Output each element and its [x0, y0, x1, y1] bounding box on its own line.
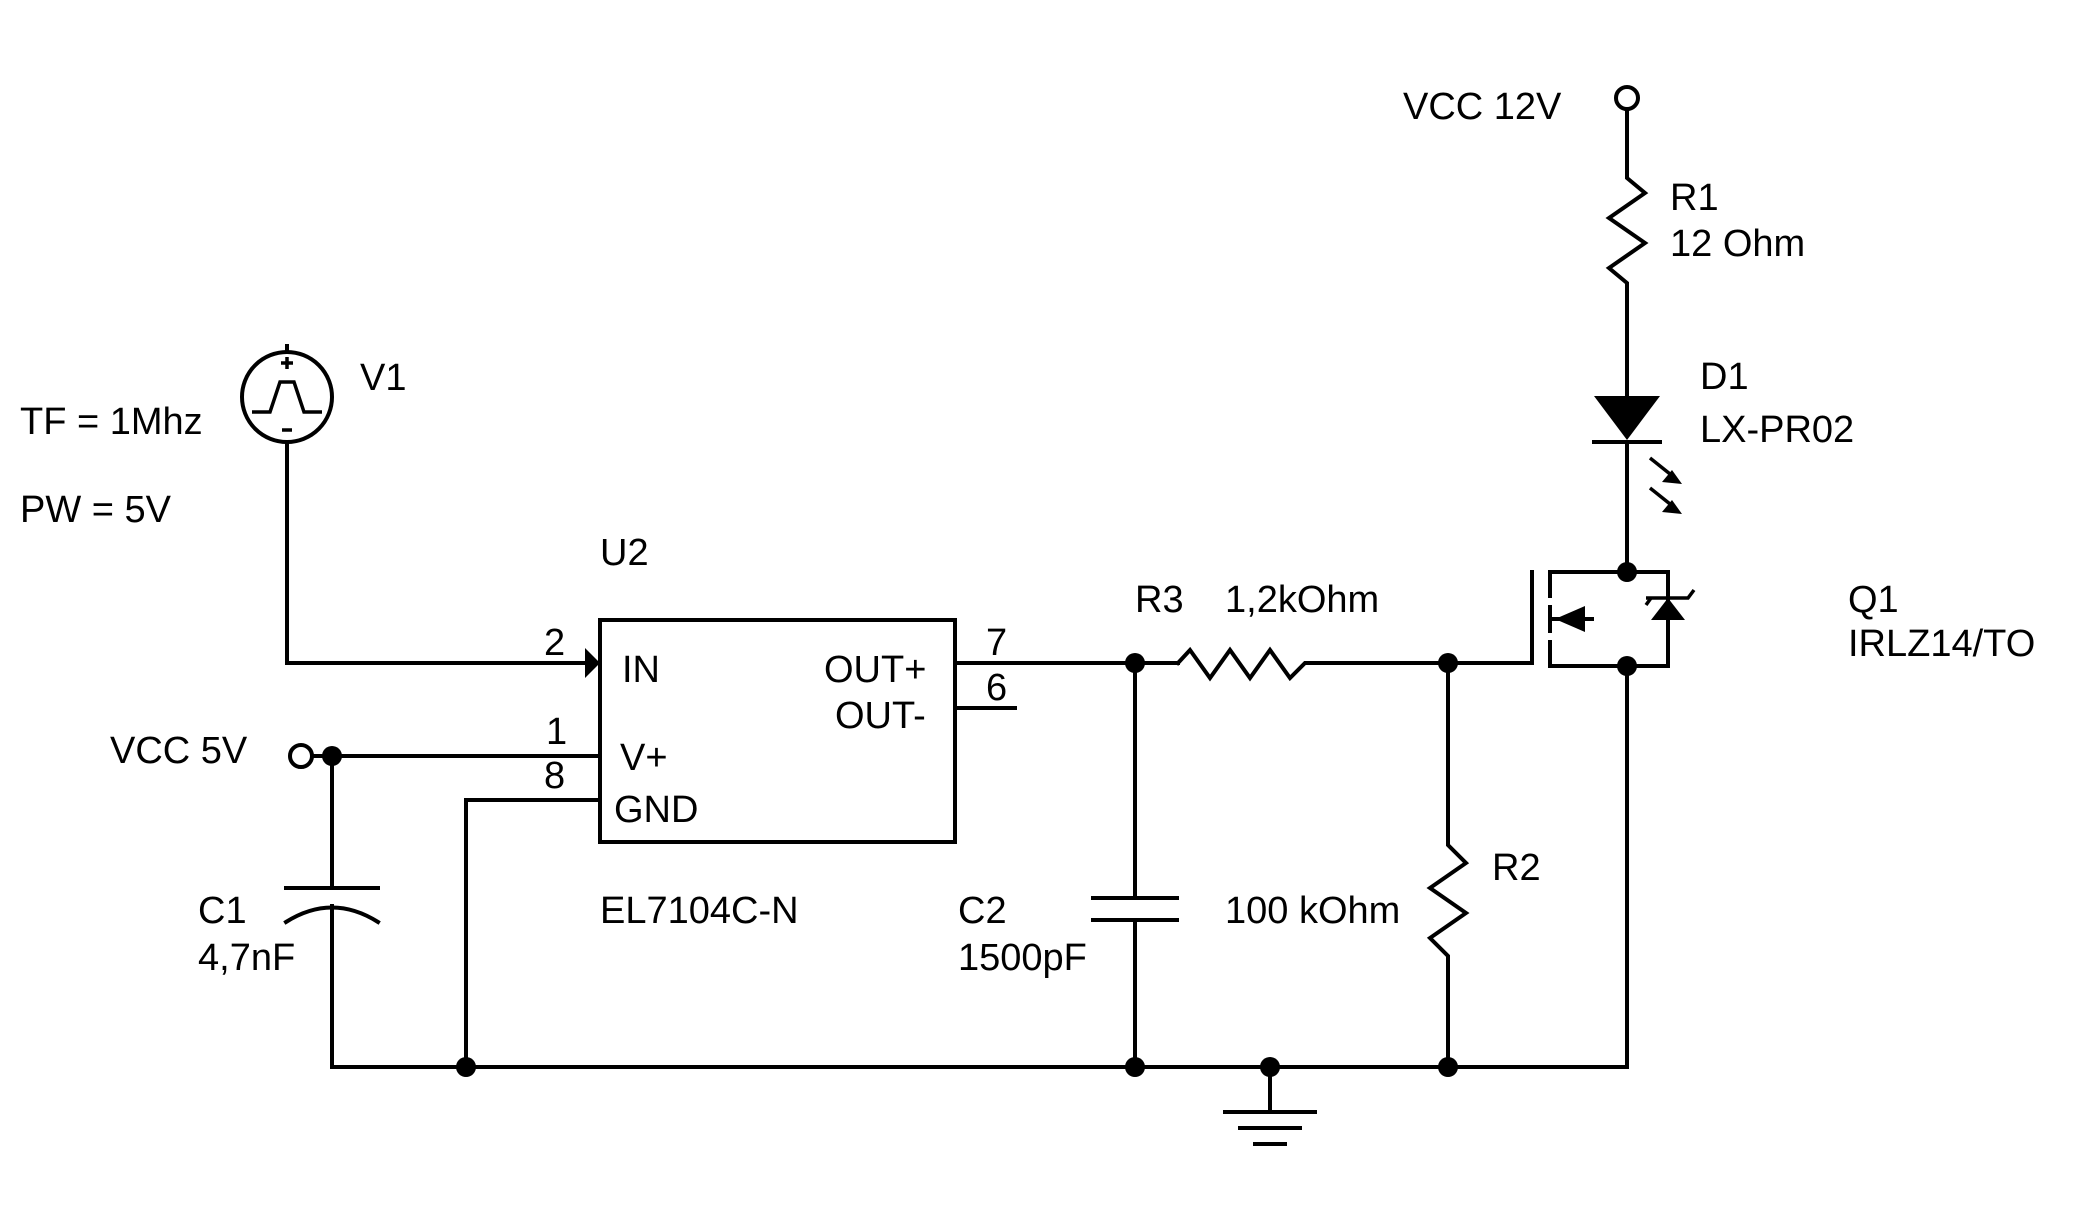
r3-ref: R3	[1135, 579, 1184, 621]
u2-part: EL7104C-N	[600, 890, 799, 932]
q1-ref: Q1	[1848, 579, 1899, 621]
d1-led	[1592, 396, 1682, 574]
wire-ground-bus	[330, 666, 1629, 1069]
c2-ref: C2	[958, 890, 1007, 932]
r1-resistor	[1605, 107, 1649, 398]
v1-pulse-source	[240, 344, 334, 444]
v1-pw-label: PW = 5V	[20, 489, 172, 531]
r2-value: 100 kOhm	[1225, 890, 1400, 932]
u2-pin-outplus-label: OUT+	[824, 649, 926, 691]
wire-v1-to-in	[285, 440, 600, 665]
u2-ic-body	[598, 618, 957, 844]
vcc5-terminal	[288, 743, 314, 769]
u2-pin-outplus-number: 7	[986, 622, 1007, 664]
r3-value: 1,2kOhm	[1225, 579, 1379, 621]
vcc12-label: VCC 12V	[1403, 86, 1562, 128]
u2-pin-outminus-label: OUT-	[835, 695, 926, 737]
wire-gnd-pin	[464, 798, 600, 1069]
c1-value: 4,7nF	[198, 937, 295, 979]
u2-pin-vplus-number: 1	[546, 711, 567, 753]
q1-mosfet	[1446, 570, 1696, 668]
input-arrow	[585, 648, 600, 678]
u2-pin-in-label: IN	[622, 649, 660, 691]
u2-pin-vplus-label: V+	[620, 737, 668, 779]
r2-ref: R2	[1492, 847, 1541, 889]
ground-symbol	[1223, 1065, 1317, 1146]
u2-pin-gnd-number: 8	[544, 755, 565, 797]
u2-pin-gnd-label: GND	[614, 789, 698, 831]
r1-ref: R1	[1670, 177, 1719, 219]
q1-part: IRLZ14/TO	[1848, 623, 2035, 665]
u2-pin-outminus-number: 6	[986, 667, 1007, 709]
r2-resistor	[1426, 661, 1470, 1069]
u2-pin-in-number: 2	[544, 622, 565, 664]
c2-capacitor	[1091, 896, 1179, 922]
v1-ref: V1	[360, 357, 406, 399]
vcc5-label: VCC 5V	[110, 730, 248, 772]
u2-ref: U2	[600, 532, 649, 574]
d1-part: LX-PR02	[1700, 409, 1854, 451]
c2-value: 1500pF	[958, 937, 1087, 979]
v1-tf-label: TF = 1Mhz	[20, 401, 203, 443]
r3-resistor	[1175, 646, 1450, 682]
vcc12-terminal	[1614, 85, 1640, 111]
c1-ref: C1	[198, 890, 247, 932]
r1-value: 12 Ohm	[1670, 223, 1805, 265]
d1-ref: D1	[1700, 356, 1749, 398]
